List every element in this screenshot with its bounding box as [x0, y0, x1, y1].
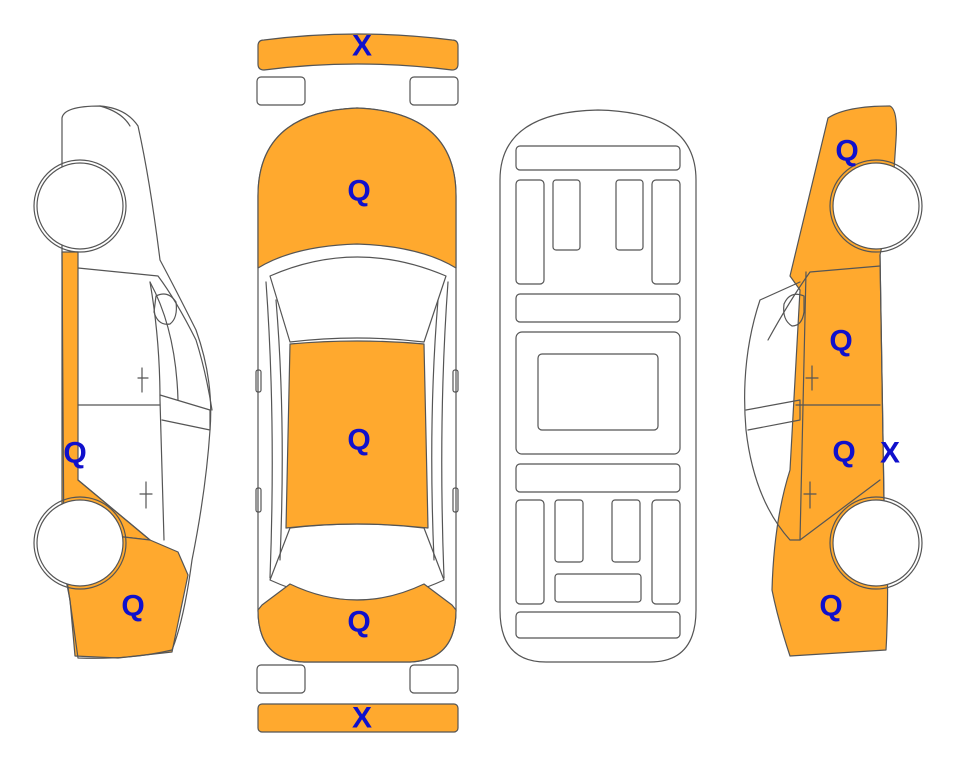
right-door-rear-edge [799, 271, 881, 541]
left-front-wheel-arch [33, 159, 127, 253]
underside-front-right-box [615, 179, 644, 251]
front-left-light [256, 76, 306, 106]
top-left-mirror [255, 369, 262, 393]
label-rear-bumper: X [352, 702, 372, 735]
label-right-rear-quarter: Q [819, 590, 842, 623]
top-right-glass [441, 281, 449, 579]
right-front-wheel-arch [829, 159, 923, 253]
left-rear-wheel-arch [33, 496, 127, 590]
right-glass-area [744, 281, 801, 541]
top-left-glass [265, 281, 273, 579]
right-handle-front [805, 365, 819, 391]
underside-front-left-rail [515, 179, 545, 285]
right-rear-glass [745, 399, 801, 431]
left-handle-front [137, 367, 149, 393]
underside-front-right-rail [651, 179, 681, 285]
underside-cross-member-2 [515, 463, 681, 493]
left-handle-rear [139, 481, 153, 509]
top-right-inner [431, 299, 439, 561]
label-right-front-door: Q [829, 325, 852, 358]
underside-rear-left-box [554, 499, 584, 563]
underside-front-left-box [552, 179, 581, 251]
underside-front-bar [515, 145, 681, 171]
front-right-light [409, 76, 459, 106]
underside-mid-frame [515, 331, 681, 455]
rear-bumper-strip[interactable] [257, 703, 459, 733]
top-right-mirror [452, 369, 459, 393]
top-view: X Q Q Q X [255, 30, 459, 735]
left-rear-wheel [36, 499, 124, 587]
underside-outline [499, 109, 697, 663]
label-roof: Q [347, 424, 370, 457]
right-front-wheel [832, 162, 920, 250]
right-handle-rear [803, 481, 817, 509]
top-left-inner [275, 299, 283, 561]
label-right-rear-pillar: X [880, 437, 900, 470]
left-window-edge [149, 281, 165, 541]
label-right-front-fender: Q [835, 135, 858, 168]
right-rear-wheel-arch [829, 496, 923, 590]
label-front-bumper: X [352, 30, 372, 63]
label-left-rear-quarter: Q [121, 590, 144, 623]
underside-rear-bar [515, 611, 681, 639]
left-pillar-line [149, 281, 179, 401]
top-windshield [269, 256, 447, 343]
left-hood-line [99, 105, 131, 127]
underside-rear-left-rail [515, 499, 545, 605]
label-left-rocker: Q [63, 437, 86, 470]
front-bumper-strip[interactable] [257, 33, 459, 71]
underside-rear-right-box [611, 499, 641, 563]
left-door-lower [77, 479, 151, 541]
roof-panel[interactable] [285, 340, 429, 529]
top-right-handle [452, 487, 459, 513]
top-left-handle [255, 487, 262, 513]
underside-rear-right-rail [651, 499, 681, 605]
right-windshield-line [767, 265, 881, 341]
right-side-view: Q Q Q X Q [744, 105, 923, 657]
right-body-rear [879, 254, 885, 501]
left-front-wheel [36, 162, 124, 250]
hood-panel[interactable] [257, 107, 457, 269]
trunk-panel[interactable] [257, 583, 457, 663]
underside-mid-box [537, 353, 659, 431]
underside-rear-box [554, 573, 642, 603]
left-mirror [153, 293, 177, 325]
rear-left-light [256, 664, 306, 694]
right-mirror [783, 293, 805, 327]
label-hood: Q [347, 175, 370, 208]
left-side-view: Q Q [33, 105, 213, 659]
rear-right-light [409, 664, 459, 694]
underside-view [499, 109, 697, 663]
right-rear-wheel [832, 499, 920, 587]
left-rear-glass [159, 394, 211, 431]
underside-cross-member-1 [515, 293, 681, 323]
label-right-rear-door: Q [832, 436, 855, 469]
left-windshield-line [77, 267, 213, 411]
label-trunk: Q [347, 606, 370, 639]
left-body-outline [61, 105, 212, 659]
